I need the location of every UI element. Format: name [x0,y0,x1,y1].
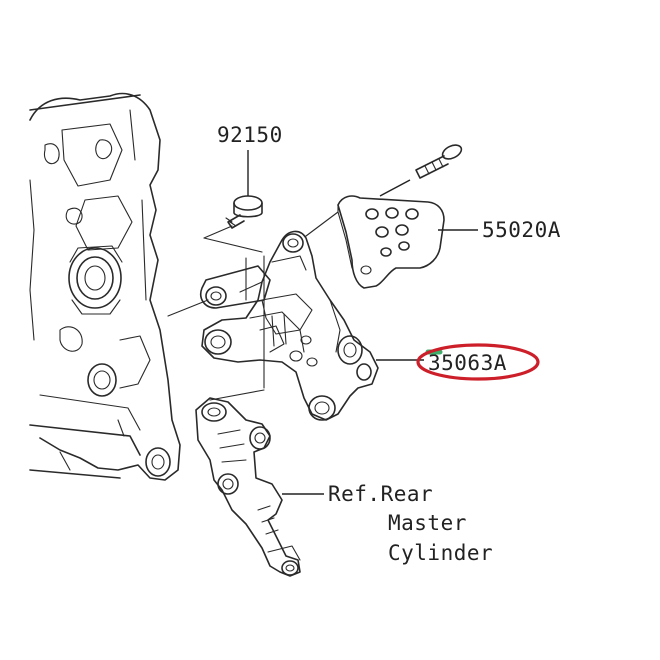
label-ref-line3: Cylinder [388,541,493,565]
label-ref-line1: Ref.Rear [328,482,433,506]
frame-section [29,92,181,481]
bolt-92150 [225,150,263,229]
pedal-linkage [167,211,339,401]
label-35063A: 35063A [428,351,507,375]
label-55020A: 55020A [482,218,561,242]
label-92150: 92150 [217,123,283,147]
highlight-ring [416,343,540,381]
label-ref-line2: Master [388,511,467,535]
bolt-plate [379,144,463,197]
plate-55020A [337,195,478,289]
bracket-35063A [201,230,424,421]
rear-master-cylinder [195,397,324,577]
